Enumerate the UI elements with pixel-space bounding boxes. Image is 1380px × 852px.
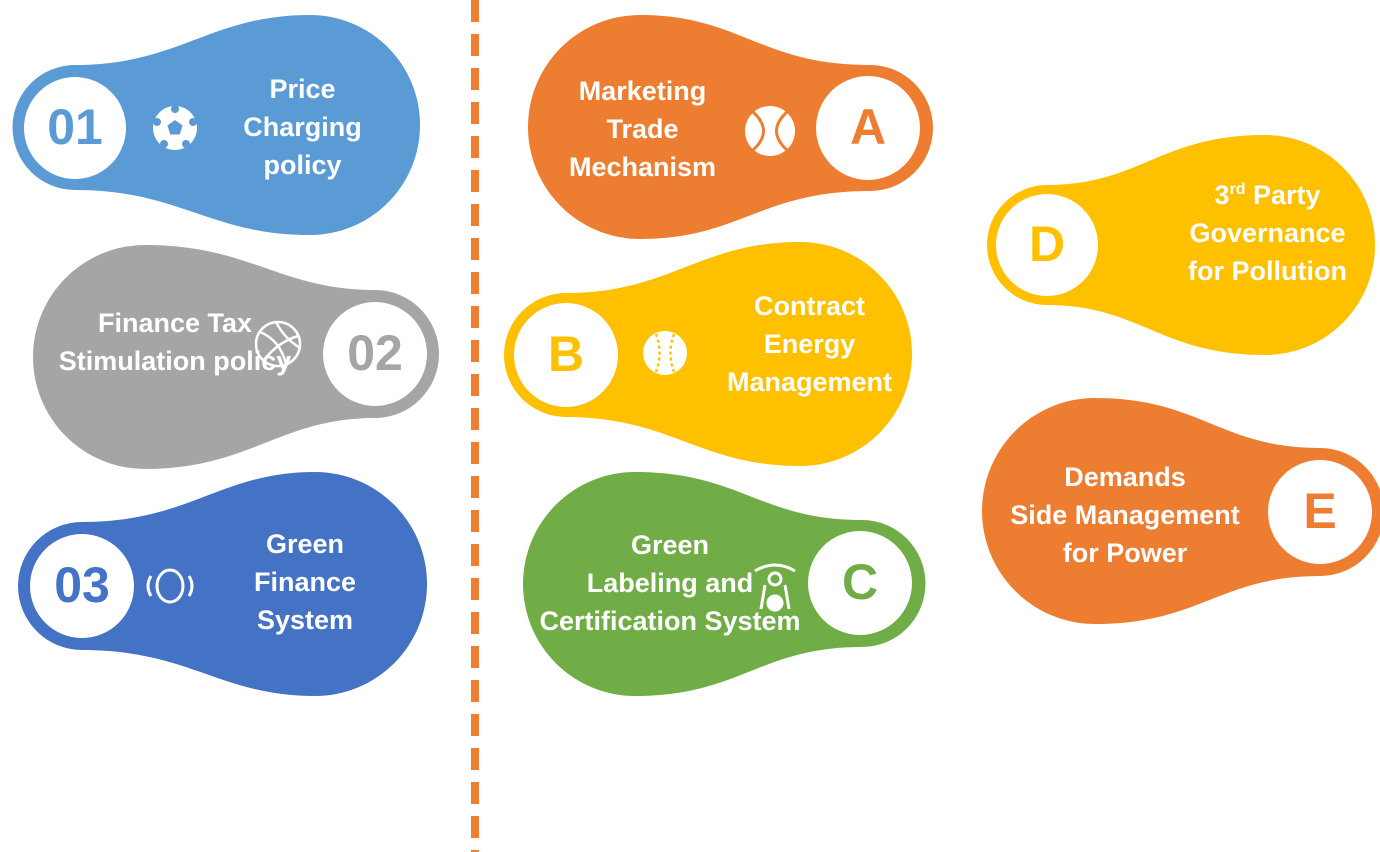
mechanism-label-D-superscript: rd [1229,181,1246,198]
mechanism-shape-E [982,398,1380,624]
policy-label-03-line1: Green [265,529,345,559]
policy-label-01-line3: policy [263,150,342,180]
policy-label-02-line2: Stimulation policy [58,346,292,376]
mechanism-label-E-line2: Side Management [1010,500,1240,530]
mechanism-label-D-line2: Governance [1189,218,1346,248]
mechanism-label-B-line2: Energy [763,329,856,359]
policy-label-03-line3: System [256,605,354,635]
mechanism-label-B-line1: Contract [753,291,865,321]
policy-label-02-line1: Finance Tax [97,308,253,338]
baseball-icon [643,331,687,375]
policy-label-01-line1: Price [269,74,336,104]
mechanism-shape-D [987,134,1376,355]
mechanism-label-D-party: Party [1245,180,1321,210]
policy-label-03-line2: Finance [253,567,357,597]
policy-label-01-line2: Charging [243,112,362,142]
badge-A: A [849,99,887,155]
policy-label-01: Price Charging policy [240,70,365,184]
policy-label-03: Green Finance System [245,525,365,639]
badge-03: 03 [54,557,110,613]
mechanism-shape-A [528,15,933,239]
mechanism-label-C: Green Labeling and Certification System [530,526,810,640]
ring-icon [146,568,194,604]
badge-B: B [547,326,585,382]
mechanism-label-C-line1: Green [630,530,710,560]
mechanism-shape-B [504,242,912,466]
mechanism-shape-C [523,472,926,696]
mechanism-label-C-line2: Labeling and [586,568,754,598]
badge-01: 01 [47,99,103,155]
volleyball-icon [254,320,302,368]
mechanism-label-A-line2: Trade [606,114,679,144]
mechanism-label-A-line3: Mechanism [568,152,717,182]
mechanism-label-D-line1: 3rd Party [1170,176,1365,214]
mechanism-label-D: 3rd Party Governance for Pollution [1170,176,1365,290]
policy-shape-02 [33,245,439,469]
mechanism-label-D-line3: for Pollution [1188,256,1347,286]
policy-shape-01 [12,14,421,235]
mechanism-label-A: Marketing Trade Mechanism [555,72,730,186]
badge-02: 02 [347,325,403,381]
policy-label-02: Finance Tax Stimulation policy [40,304,310,380]
mechanism-label-A-line1: Marketing [578,76,707,106]
policy-shape-03 [18,472,427,696]
badge-D: D [1028,216,1066,272]
mechanism-label-B: Contract Energy Management [712,287,907,401]
racer-icon [754,563,796,612]
mechanism-label-E-line1: Demands [1064,462,1186,492]
mechanism-label-E: Demands Side Management for Power [1000,458,1250,572]
mechanism-label-E-line3: for Power [1062,538,1188,568]
badge-E: E [1303,483,1337,539]
badge-C: C [841,554,879,610]
mechanism-label-B-line3: Management [726,367,893,397]
tennis-ball-icon [745,106,795,156]
mechanism-label-D-ordinal: 3 [1214,180,1230,210]
soccer-ball-icon [153,105,197,150]
mechanism-label-C-line3: Certification System [539,606,801,636]
